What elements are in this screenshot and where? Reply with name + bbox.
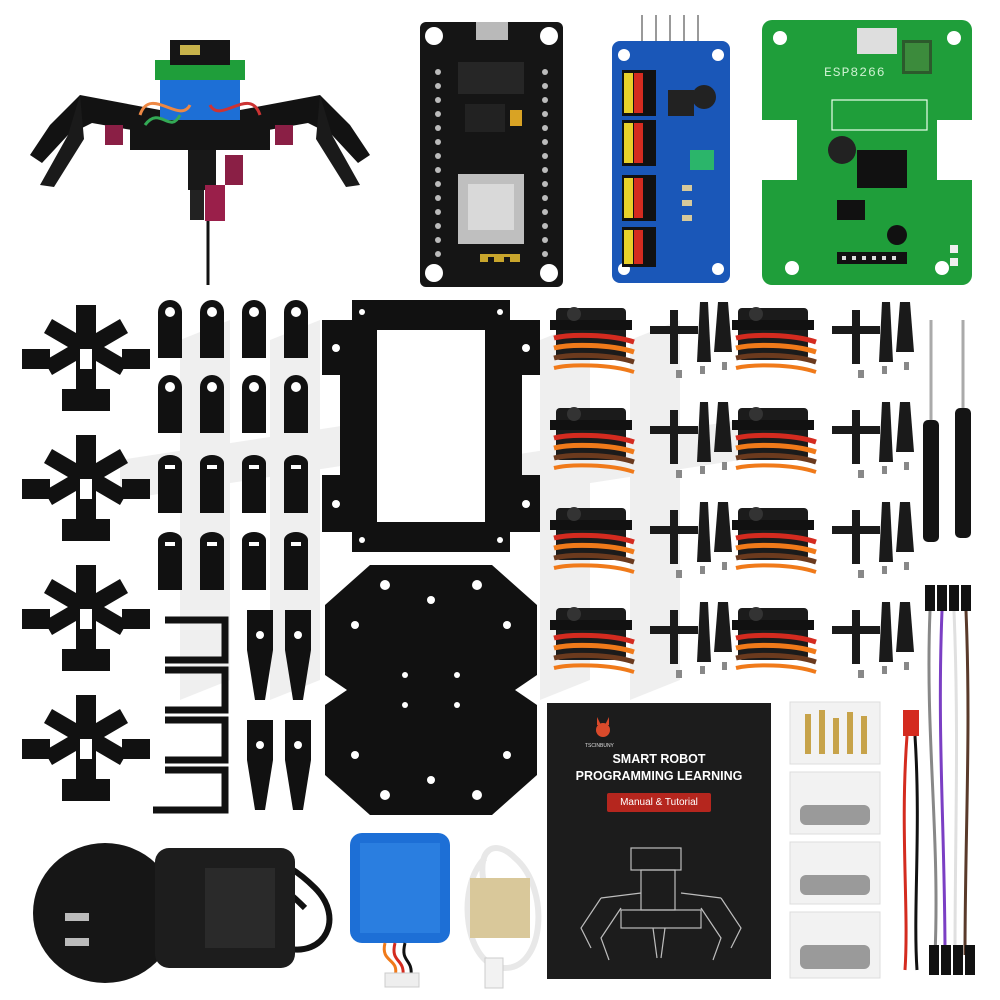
manual-title-line1: SMART ROBOT [612,752,706,766]
robot-sketch [580,847,742,961]
jst-power-cable [902,710,919,971]
brand-name: TSCINBUNY [585,743,614,749]
bottom-acrylic-plate [325,565,537,815]
u-frames [153,616,229,814]
servo-brackets [158,300,308,590]
manual-badge: Manual & Tutorial [607,793,711,812]
brand-logo [596,717,610,737]
power-adapter [33,843,333,983]
esp8266-expansion-board [762,20,972,285]
screwdrivers [923,320,971,542]
esp8266-label: ESP8266 [824,65,886,80]
usb-cable [464,845,542,989]
cross-connectors [22,305,150,801]
hardware-bags [789,701,881,979]
jumper-wires [925,585,975,975]
leg-parts [247,610,311,810]
nodemcu-board [420,22,563,287]
battery-pack [350,833,450,988]
assembled-robot [30,40,370,285]
top-acrylic-frame [322,300,540,552]
manual-title-line2: PROGRAMMING LEARNING [575,769,743,783]
servo-driver-board [612,15,730,283]
manual-booklet: TSCINBUNY SMART ROBOT PROGRAMMING LEARNI… [547,703,771,979]
servo-motors [545,298,915,693]
